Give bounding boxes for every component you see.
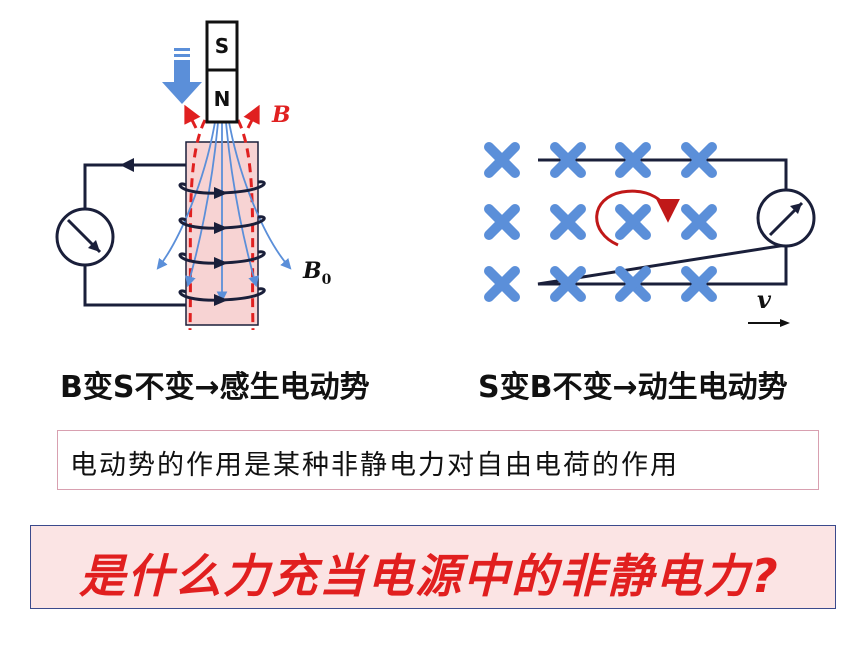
- field-cross-0-1: [550, 142, 586, 178]
- right-circuit-wire: [537, 158, 788, 286]
- field-cross-1-2: [615, 204, 651, 240]
- magnet-motion-arrow: [162, 48, 202, 104]
- bar-magnet: S N: [205, 20, 239, 124]
- induced-emf-diagram: S N B B0: [55, 20, 332, 331]
- caption-motional-emf: S变B不变→动生电动势: [478, 370, 788, 405]
- field-cross-1-1: [550, 204, 586, 240]
- field-cross-0-2: [615, 142, 651, 178]
- velocity-arrow-head: [780, 319, 790, 327]
- galvanometer-left: [55, 207, 115, 267]
- current-direction-arrow: [120, 158, 134, 172]
- field-lines-dashed: [188, 119, 255, 331]
- magnet-field-lines: [156, 121, 292, 303]
- question-text: 是什么力充当电源中的非静电力?: [79, 549, 780, 603]
- field-arrow-left: [184, 104, 201, 129]
- field-arrow-right: [243, 104, 260, 129]
- galvanometer-right: [756, 188, 816, 248]
- induced-current-loop-arrow: [595, 189, 680, 247]
- field-cross-0-0: [484, 142, 520, 178]
- field-cross-1-0: [484, 204, 520, 240]
- field-cross-2-3: [681, 266, 717, 302]
- magnet-pole-n: N: [214, 87, 231, 111]
- motional-emf-diagram: v: [484, 142, 816, 327]
- b0-subscript: 0: [322, 272, 332, 288]
- field-cross-2-0: [484, 266, 520, 302]
- field-cross-0-3: [681, 142, 717, 178]
- statement-text: 电动势的作用是某种非静电力对自由电荷的作用: [70, 450, 679, 481]
- question-box: 是什么力充当电源中的非静电力?: [30, 525, 836, 609]
- velocity-label: v: [757, 285, 772, 314]
- field-label-b: B: [271, 102, 291, 128]
- magnetic-field-crosses: [484, 142, 717, 302]
- field-cross-2-2: [615, 266, 651, 302]
- field-cross-1-3: [681, 204, 717, 240]
- statement-box: 电动势的作用是某种非静电力对自由电荷的作用: [57, 430, 819, 490]
- magnet-pole-s: S: [215, 34, 229, 58]
- coil-current-arrows: [214, 187, 228, 306]
- field-cross-2-1: [550, 266, 586, 302]
- field-label-b0: B0: [302, 258, 332, 288]
- caption-induced-emf: B变S不变→感生电动势: [60, 370, 370, 405]
